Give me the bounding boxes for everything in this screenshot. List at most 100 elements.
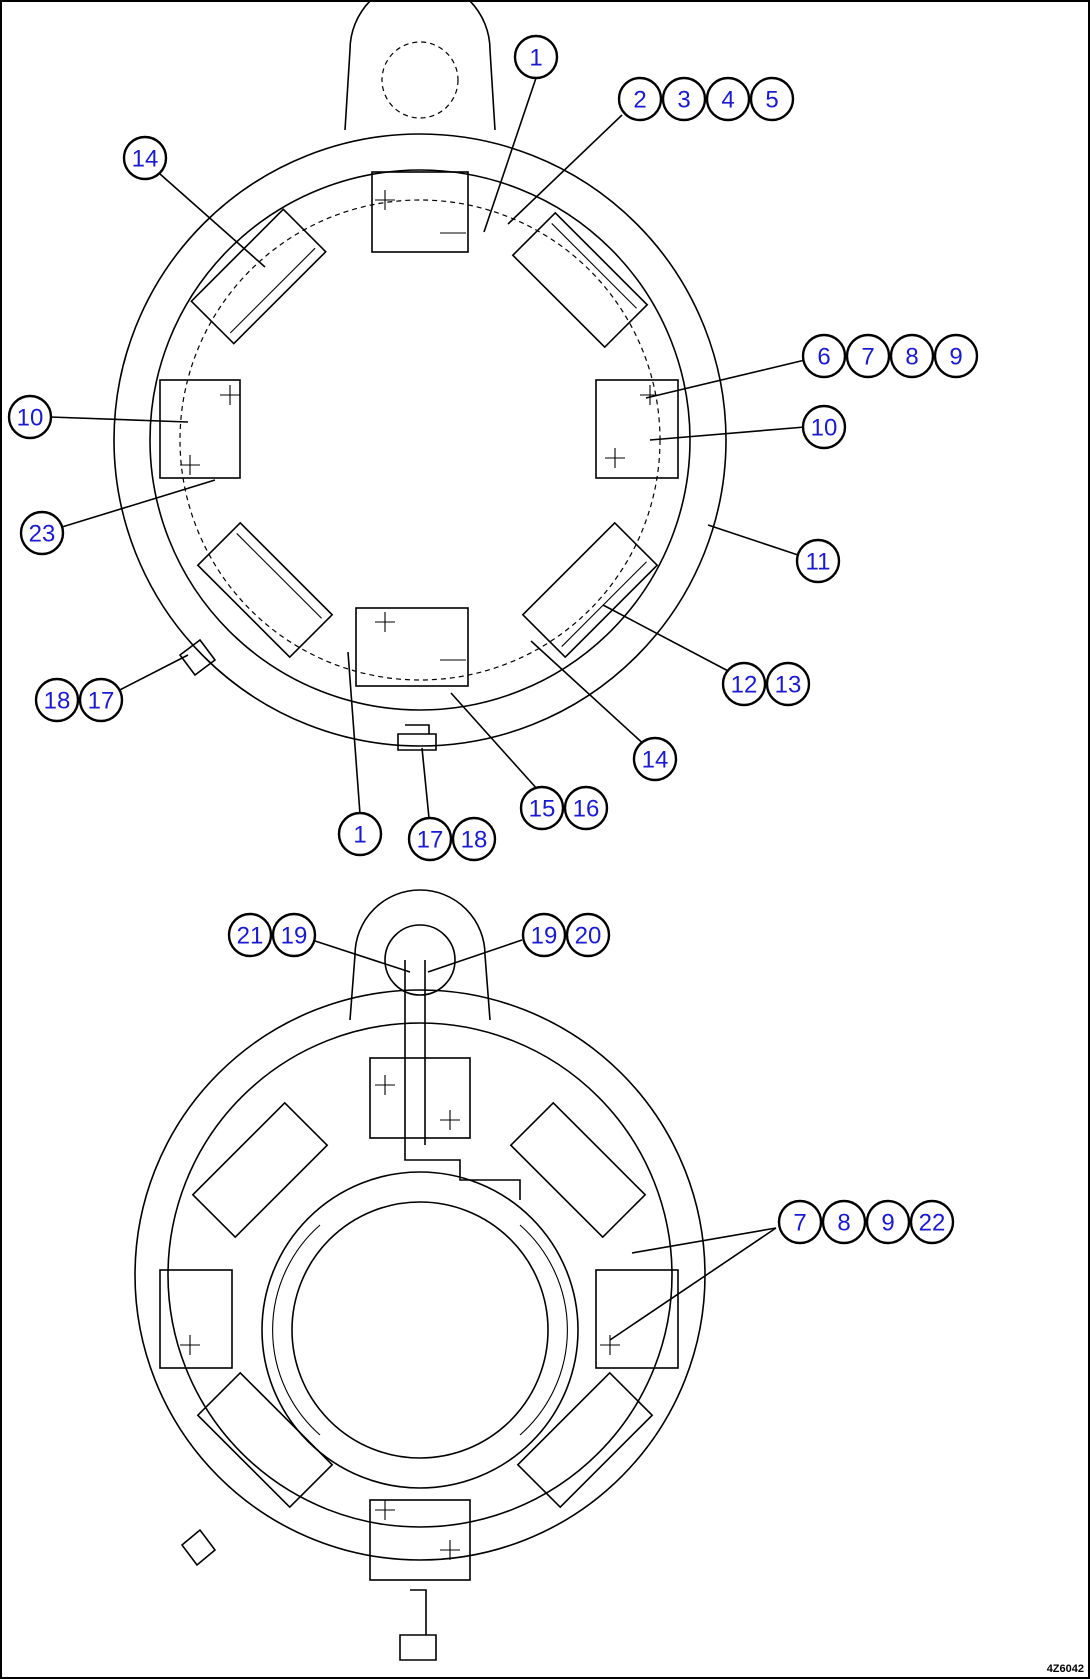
coil-nw-top bbox=[190, 208, 327, 345]
callout-number: 5 bbox=[765, 87, 778, 114]
callout-number: 3 bbox=[677, 87, 690, 114]
callout-balloon bbox=[565, 912, 611, 958]
callout-number: 7 bbox=[861, 344, 874, 371]
coil-se-top bbox=[521, 521, 659, 659]
callout-number: 21 bbox=[237, 923, 264, 950]
callout-1-bottom: 1 bbox=[337, 811, 383, 857]
callout-number: 19 bbox=[281, 923, 308, 950]
callout-number: 18 bbox=[461, 827, 488, 854]
callout-balloon bbox=[19, 510, 65, 556]
pole-west-top bbox=[159, 379, 241, 479]
callout-balloon bbox=[721, 661, 767, 707]
callout-balloon bbox=[521, 912, 567, 958]
callout-balloon bbox=[777, 1199, 823, 1245]
pole-east-bottom bbox=[595, 1269, 679, 1369]
leader-7-8-9-22-b bbox=[609, 1227, 777, 1341]
leader-6-7-8-9 bbox=[645, 359, 806, 399]
pole-crossmarks-top bbox=[180, 190, 660, 632]
callout-number: 17 bbox=[88, 688, 115, 715]
pole-south-top bbox=[355, 607, 469, 687]
coil-sw-bottom bbox=[196, 1371, 334, 1509]
callout-number: 15 bbox=[529, 796, 556, 823]
callout-number: 9 bbox=[881, 1210, 894, 1237]
callout-balloon bbox=[337, 811, 383, 857]
callout-number: 4 bbox=[721, 87, 734, 114]
leader-14-top bbox=[159, 173, 266, 268]
pole-east-top bbox=[595, 379, 679, 479]
callout-balloon bbox=[765, 661, 811, 707]
leader-17-18 bbox=[421, 747, 430, 819]
callout-balloon bbox=[78, 677, 124, 723]
callout-number: 14 bbox=[132, 146, 159, 173]
pole-west-bottom bbox=[159, 1269, 233, 1369]
callout-balloon bbox=[909, 1199, 955, 1245]
callout-balloon bbox=[801, 333, 847, 379]
coil-se-bottom bbox=[516, 1371, 654, 1509]
callout-balloon bbox=[271, 912, 317, 958]
callout-balloon bbox=[632, 736, 678, 782]
callout-balloon bbox=[519, 785, 565, 831]
callout-number: 13 bbox=[775, 672, 802, 699]
lifting-eye-bottom bbox=[349, 889, 491, 1021]
callout-number: 23 bbox=[29, 521, 56, 548]
leader-2-3-4-5 bbox=[507, 114, 623, 225]
top-assembly bbox=[113, 0, 727, 751]
callout-balloon bbox=[661, 76, 707, 122]
lifting-eye-top bbox=[344, 0, 496, 131]
housing-inner-top bbox=[149, 169, 691, 711]
lead-wire-bottom bbox=[404, 960, 521, 1200]
callout-balloon bbox=[845, 333, 891, 379]
callout-7-8-9-22: 7 8 9 22 bbox=[777, 1199, 955, 1245]
side-bolt-top bbox=[178, 638, 217, 677]
leader-18-17 bbox=[107, 654, 189, 697]
callout-balloon bbox=[513, 34, 559, 80]
leader-21-19 bbox=[311, 939, 411, 973]
side-bolt-bottom bbox=[180, 1528, 217, 1567]
callout-number: 7 bbox=[793, 1210, 806, 1237]
callout-number: 12 bbox=[731, 672, 758, 699]
drawing-id: 4Z6042 bbox=[1047, 1663, 1084, 1675]
callout-10-left: 10 bbox=[7, 394, 53, 440]
callout-number: 19 bbox=[531, 923, 558, 950]
callout-balloon bbox=[227, 912, 273, 958]
callout-10-right: 10 bbox=[801, 404, 847, 450]
leader-19-20 bbox=[427, 939, 523, 973]
callout-balloon bbox=[801, 404, 847, 450]
leader-10-right bbox=[649, 426, 806, 441]
callout-number: 9 bbox=[949, 344, 962, 371]
bottom-bolt-bottom bbox=[399, 1589, 437, 1661]
leader-14-bottom bbox=[530, 640, 649, 749]
callout-number: 18 bbox=[44, 688, 71, 715]
callout-balloon bbox=[749, 76, 795, 122]
coil-sw-top bbox=[196, 521, 334, 659]
leader-7-8-9-22-a bbox=[631, 1227, 777, 1254]
callout-balloon bbox=[865, 1199, 911, 1245]
pole-north-bottom bbox=[369, 1057, 471, 1139]
housing-inner-bottom bbox=[167, 1022, 673, 1528]
leader-15-16 bbox=[450, 692, 539, 791]
coil-ne-top bbox=[511, 211, 649, 349]
callout-balloon bbox=[7, 394, 53, 440]
leader-23 bbox=[61, 479, 216, 528]
callout-number: 10 bbox=[811, 415, 838, 442]
callout-number: 8 bbox=[837, 1210, 850, 1237]
callout-number: 17 bbox=[417, 827, 444, 854]
leader-10-left bbox=[49, 416, 189, 423]
callout-21-19: 21 19 bbox=[227, 912, 317, 958]
bore-hidden-bottom bbox=[272, 1224, 568, 1436]
callout-number: 8 bbox=[905, 344, 918, 371]
leader-12-13 bbox=[602, 604, 733, 674]
housing-hidden-top bbox=[179, 199, 661, 681]
callout-1-top: 1 bbox=[513, 34, 559, 80]
bore-inner-bottom bbox=[291, 1201, 549, 1459]
callout-14-bottom: 14 bbox=[632, 736, 678, 782]
callout-number: 22 bbox=[919, 1210, 946, 1237]
callout-number: 1 bbox=[353, 822, 366, 849]
